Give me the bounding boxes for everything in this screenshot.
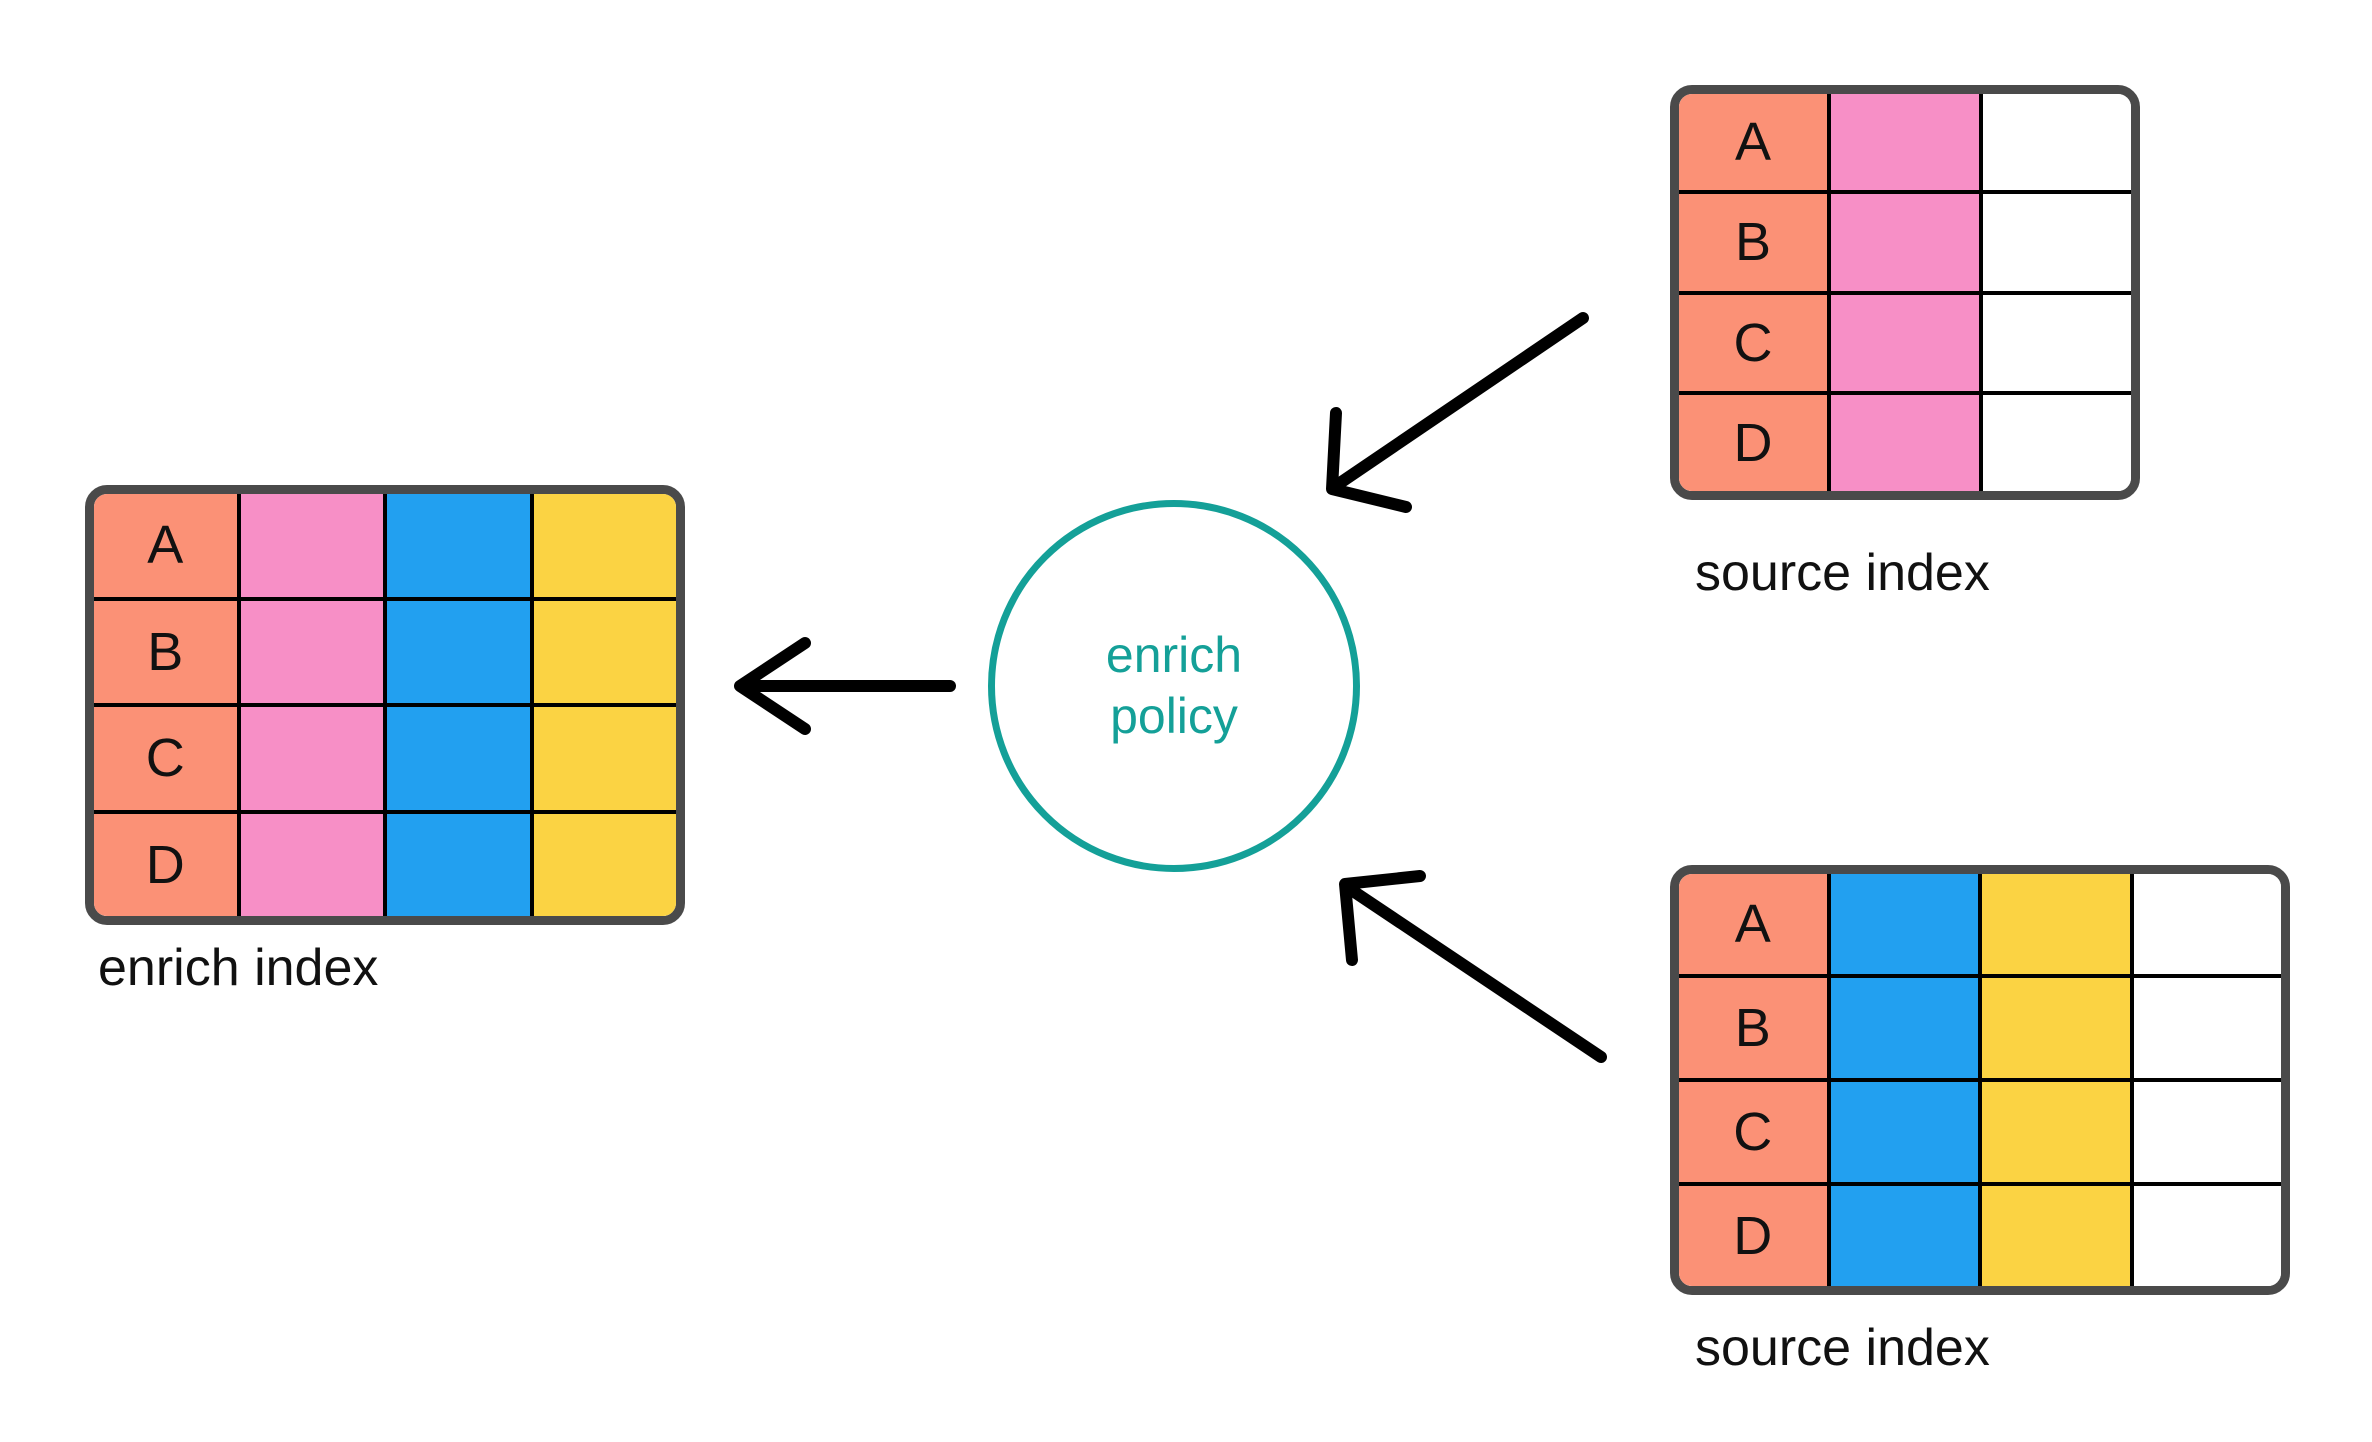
enrich-index-key-cell: B [94, 600, 241, 703]
source-top-pink-cell [1831, 294, 1983, 391]
enrich-index-pink-cell [240, 813, 387, 916]
source-bottom-yellow-cell [1982, 1082, 2134, 1182]
table-row: D [94, 813, 676, 916]
source-top-key-cell: A [1679, 94, 1831, 191]
source-bottom-key-cell: B [1679, 978, 1831, 1078]
source-top-empty-cell [1983, 94, 2131, 191]
enrich-index-yellow-cell [533, 813, 676, 916]
arrow-policy-to-enrich-index-icon [734, 637, 956, 735]
source-top-pink-cell [1831, 94, 1983, 191]
source-bottom-empty-cell [2133, 1082, 2281, 1182]
source-top-pink-cell [1831, 194, 1983, 291]
source-top-key-cell: D [1679, 394, 1831, 491]
source-bottom-blue-cell [1830, 874, 1982, 974]
source-bottom-empty-cell [2133, 978, 2281, 1078]
source-index-top-caption: source index [1695, 544, 1990, 602]
enrich-index-yellow-cell [533, 707, 676, 810]
enrich-index-pink-cell [240, 600, 387, 703]
source-top-key-cell: C [1679, 294, 1831, 391]
source-bottom-yellow-cell [1982, 874, 2134, 974]
enrich-policy-label-line2: policy [1110, 688, 1238, 744]
enrich-policy-node: enrich policy [988, 500, 1360, 872]
source-bottom-empty-cell [2133, 1186, 2281, 1286]
enrich-index-pink-cell [240, 494, 387, 597]
source-top-empty-cell [1983, 294, 2131, 391]
enrich-index-blue-cell [387, 813, 534, 916]
source-bottom-key-cell: C [1679, 1082, 1831, 1182]
source-top-empty-cell [1983, 394, 2131, 491]
enrich-index-key-cell: C [94, 707, 241, 810]
enrich-index-blue-cell [387, 707, 534, 810]
table-row: C [1679, 1082, 2281, 1186]
enrich-index-blue-cell [387, 600, 534, 703]
source-index-bottom-caption: source index [1695, 1319, 1990, 1377]
table-row: B [1679, 194, 2131, 295]
source-bottom-blue-cell [1830, 1082, 1982, 1182]
enrich-index-key-cell: A [94, 494, 241, 597]
table-row: C [94, 707, 676, 814]
table-row: A [1679, 94, 2131, 195]
enrich-index-key-cell: D [94, 813, 241, 916]
source-top-pink-cell [1831, 394, 1983, 491]
source-bottom-yellow-cell [1982, 978, 2134, 1078]
table-row: D [1679, 394, 2131, 491]
enrich-index-caption: enrich index [98, 939, 379, 997]
source-index-bottom-table: A B C D [1670, 865, 2290, 1295]
enrich-policy-label-line1: enrich [1105, 627, 1243, 683]
enrich-index-table: A B C D [85, 485, 685, 925]
source-top-empty-cell [1983, 194, 2131, 291]
table-row: C [1679, 294, 2131, 395]
enrich-index-yellow-cell [533, 600, 676, 703]
table-row: B [94, 600, 676, 707]
source-bottom-blue-cell [1830, 1186, 1982, 1286]
source-bottom-key-cell: D [1679, 1186, 1831, 1286]
table-row: D [1679, 1186, 2281, 1286]
source-bottom-blue-cell [1830, 978, 1982, 1078]
table-row: A [1679, 874, 2281, 978]
enrich-index-pink-cell [240, 707, 387, 810]
arrow-bottom-source-to-policy-icon [1339, 870, 1607, 1063]
source-bottom-yellow-cell [1982, 1186, 2134, 1286]
source-index-top-table: A B C D [1670, 85, 2140, 500]
enrich-index-yellow-cell [533, 494, 676, 597]
table-row: A [94, 494, 676, 601]
source-bottom-empty-cell [2133, 874, 2281, 974]
table-row: B [1679, 978, 2281, 1082]
enrich-index-blue-cell [387, 494, 534, 597]
arrow-top-source-to-policy-icon [1326, 312, 1589, 513]
source-bottom-key-cell: A [1679, 874, 1831, 974]
source-top-key-cell: B [1679, 194, 1831, 291]
